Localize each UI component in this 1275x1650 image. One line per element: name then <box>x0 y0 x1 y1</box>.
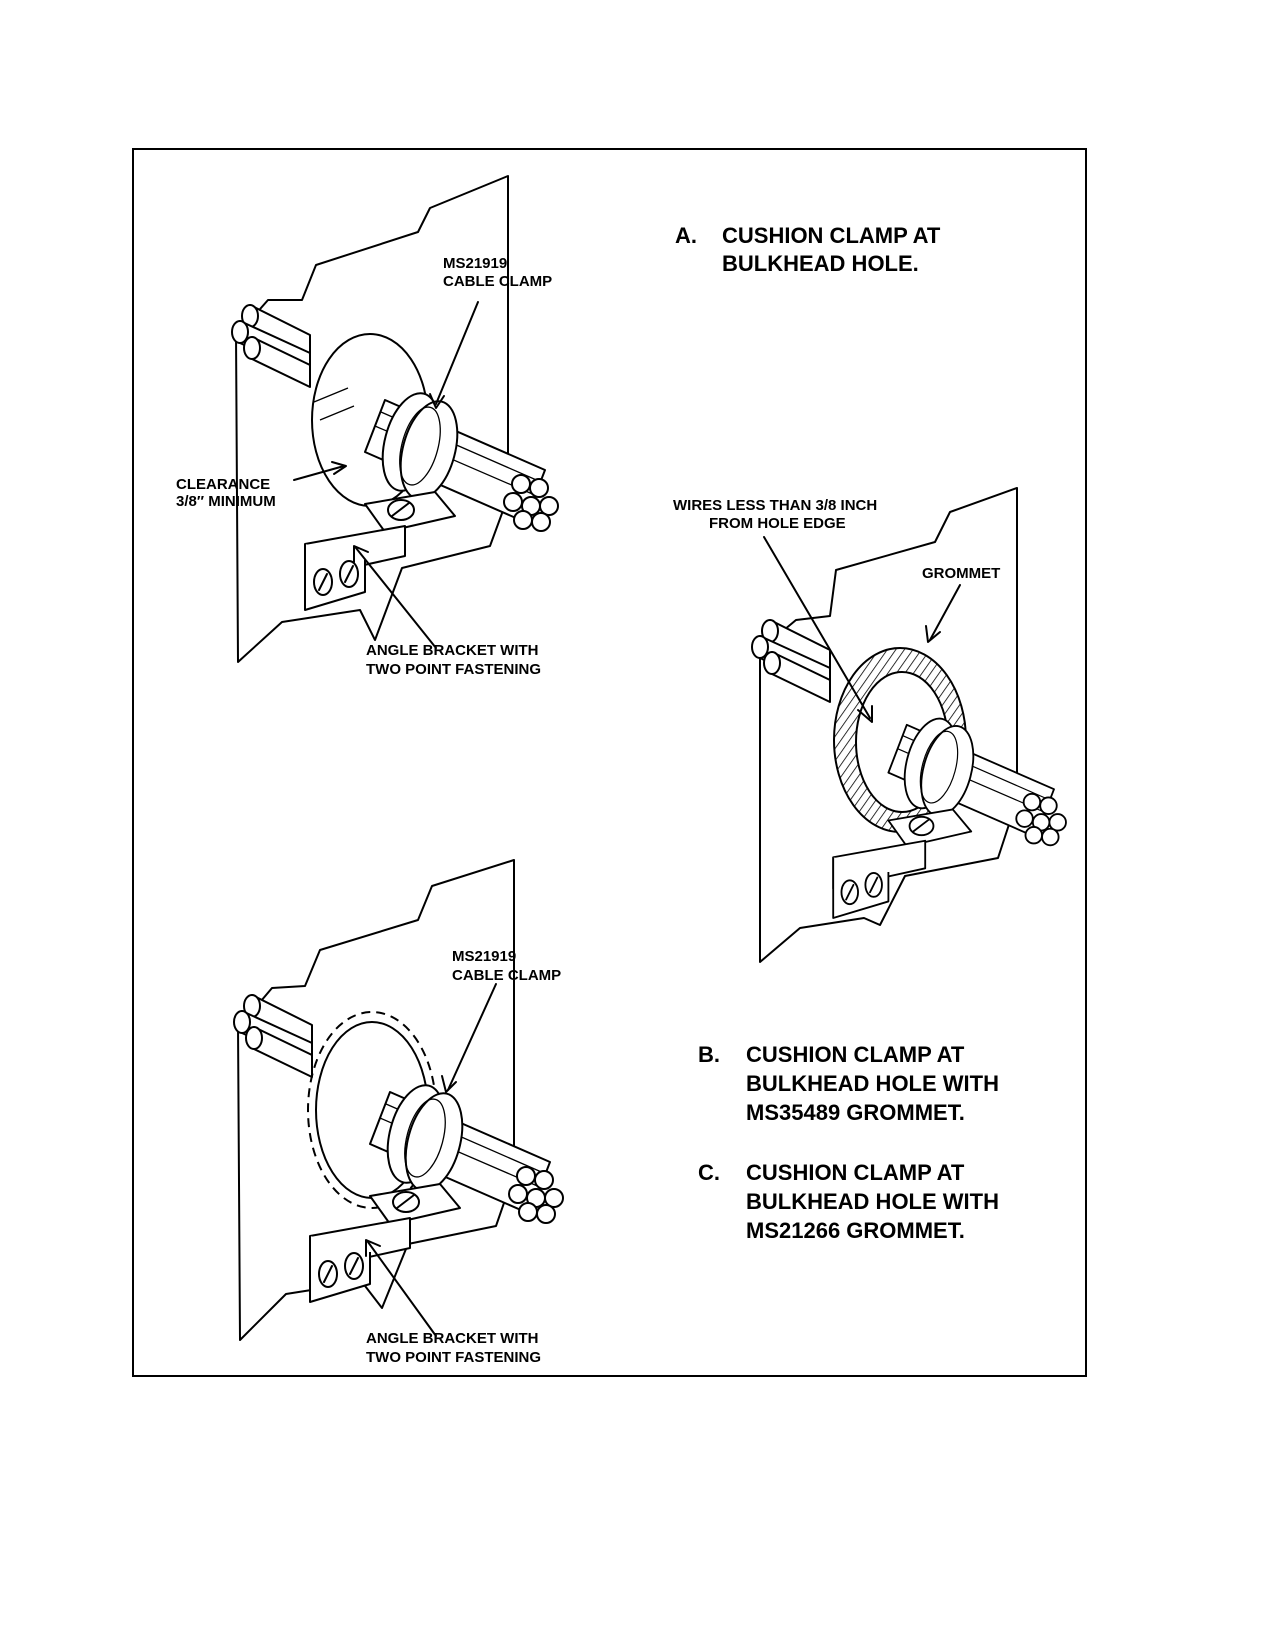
callout-top-bracket-line-2: TWO POINT FASTENING <box>366 661 541 678</box>
caption-c: C. CUSHION CLAMP AT BULKHEAD HOLE WITH M… <box>698 1160 999 1243</box>
caption-c-line-1: CUSHION CLAMP AT <box>746 1160 965 1185</box>
callout-clearance: CLEARANCE 3/8″ MINIMUM <box>176 476 276 510</box>
callout-bottom-clamp: MS21919 CABLE CLAMP <box>452 948 561 984</box>
callout-top-bracket-line-1: ANGLE BRACKET WITH <box>366 642 539 659</box>
callout-wires-line-1: WIRES LESS THAN 3/8 INCH <box>673 497 877 514</box>
leader-lines <box>293 301 961 1337</box>
caption-a-line-2: BULKHEAD HOLE. <box>722 251 919 276</box>
caption-c-line-2: BULKHEAD HOLE WITH <box>746 1189 999 1214</box>
callout-bottom-bracket-line-2: TWO POINT FASTENING <box>366 1349 541 1366</box>
caption-a-letter: A. <box>675 223 697 248</box>
callout-bottom-bracket-line-1: ANGLE BRACKET WITH <box>366 1330 539 1347</box>
callout-grommet: GROMMET <box>922 565 1000 582</box>
callout-top-clamp-line-2: CABLE CLAMP <box>443 273 552 290</box>
caption-b: B. CUSHION CLAMP AT BULKHEAD HOLE WITH M… <box>698 1042 999 1125</box>
caption-a-line-1: CUSHION CLAMP AT <box>722 223 941 248</box>
caption-c-line-3: MS21266 GROMMET. <box>746 1218 965 1243</box>
callout-bottom-clamp-line-1: MS21919 <box>452 948 516 965</box>
callout-top-clamp-line-1: MS21919 <box>443 255 507 272</box>
caption-b-line-2: BULKHEAD HOLE WITH <box>746 1071 999 1096</box>
callout-clearance-line-1: CLEARANCE <box>176 476 270 493</box>
view-c-drawing <box>233 859 564 1341</box>
caption-b-line-3: MS35489 GROMMET. <box>746 1100 965 1125</box>
view-b-drawing <box>751 487 1067 963</box>
callout-clearance-line-2: 3/8″ MINIMUM <box>176 493 276 510</box>
view-a-drawing <box>231 175 559 663</box>
caption-a: A. CUSHION CLAMP AT BULKHEAD HOLE. <box>675 223 941 276</box>
caption-b-letter: B. <box>698 1042 720 1067</box>
callout-bottom-clamp-line-2: CABLE CLAMP <box>452 967 561 984</box>
caption-c-letter: C. <box>698 1160 720 1185</box>
callout-top-bracket: ANGLE BRACKET WITH TWO POINT FASTENING <box>366 642 541 678</box>
figure-border <box>132 148 1087 1377</box>
callout-bottom-bracket: ANGLE BRACKET WITH TWO POINT FASTENING <box>366 1330 541 1366</box>
callout-wires: WIRES LESS THAN 3/8 INCH FROM HOLE EDGE <box>673 497 877 532</box>
caption-b-line-1: CUSHION CLAMP AT <box>746 1042 965 1067</box>
callout-top-clamp: MS21919 CABLE CLAMP <box>443 255 552 290</box>
callout-wires-line-2: FROM HOLE EDGE <box>709 515 846 532</box>
